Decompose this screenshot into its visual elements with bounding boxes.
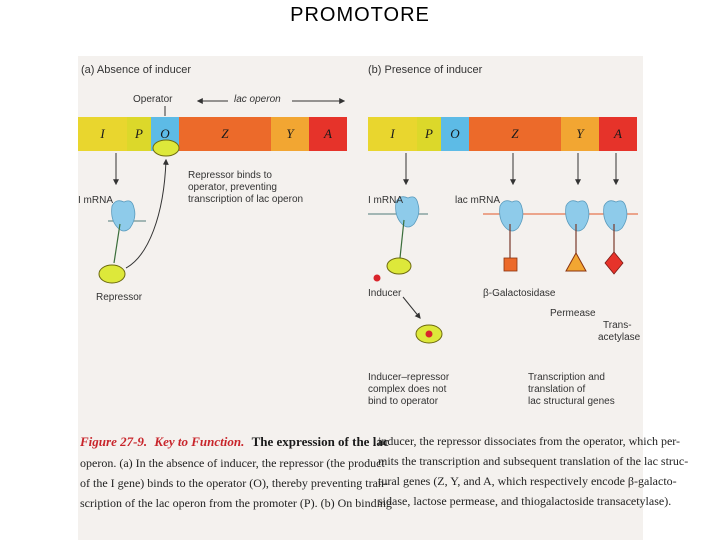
caption-left-line-1: operon. (a) In the absence of inducer, t…	[80, 456, 385, 470]
inducer-dot	[373, 274, 381, 282]
panel-b-peptide-i	[399, 219, 405, 259]
panel-a-note-line-1: Repressor binds to	[188, 170, 272, 181]
panel-b-gene-o: O	[441, 117, 469, 151]
panel-b-ribosome-z	[499, 200, 524, 232]
caption-right-line-4: sidase, lactose permease, and thiogalact…	[378, 494, 672, 508]
transcription-note-line-3: lac structural genes	[528, 396, 615, 407]
panel-a-peptide	[113, 223, 121, 264]
complex-note-line-1: Inducer–repressor	[368, 372, 450, 383]
repressor-binding-arrow	[125, 158, 169, 269]
figure-number: Figure 27-9.	[80, 434, 148, 449]
caption-left-line-3: scription of the lac operon from the pro…	[80, 496, 392, 510]
caption-heading: Figure 27-9. Key to Function. The expres…	[80, 434, 389, 450]
caption-right-line-2: mits the transcription and subsequent tr…	[378, 454, 689, 468]
panel-a-gene-p: P	[127, 117, 151, 151]
complex-note-line-2: complex does not	[368, 384, 447, 395]
panel-b-gene-y: Y	[561, 117, 599, 151]
panel-b-i-mrna-label: I mRNA	[368, 195, 403, 206]
panel-b-ribosome-a	[603, 200, 628, 232]
panel-b-lac-mrna-label: lac mRNA	[455, 195, 501, 206]
panel-a-gene-i: I	[78, 117, 127, 151]
transacetylase-shape	[604, 251, 624, 275]
panel-b-title: (b) Presence of inducer	[368, 64, 483, 76]
panel-b-repressor	[386, 257, 412, 275]
transcription-note-line-1: Transcription and	[528, 372, 605, 383]
transcription-note-line-2: translation of	[528, 384, 586, 395]
lac-operon-label: lac operon	[234, 94, 281, 105]
panel-b-gene-a: A	[599, 117, 637, 151]
transacetylase-label-line-2: acetylase	[598, 332, 641, 343]
beta-galactosidase-label: β-Galactosidase	[483, 288, 556, 299]
panel-a-gene-y: Y	[271, 117, 309, 151]
panel-a-mrna-label: I mRNA	[78, 195, 113, 206]
diagram-graphics	[98, 98, 638, 344]
panel-b-ribosome-i	[395, 196, 420, 228]
caption-right-line-1: inducer, the repressor dissociates from …	[378, 434, 681, 448]
panel-a-free-repressor	[98, 264, 126, 284]
panel-a-title: (a) Absence of inducer	[81, 64, 192, 76]
inducer-label: Inducer	[368, 288, 402, 299]
bound-repressor	[152, 139, 180, 157]
caption-right-line-3: tural genes (Z, Y, and A, which respecti…	[378, 474, 677, 488]
complex-inducer-dot	[425, 330, 433, 338]
panel-a-gene-a: A	[309, 117, 347, 151]
key-to-function-label: Key to Function.	[154, 434, 245, 449]
panel-b-ribosome-y	[565, 200, 590, 232]
figure-lac-operon: (a) Absence of inducer (b) Presence of i…	[78, 56, 688, 540]
page-title: PROMOTORE	[290, 4, 430, 26]
permease-label: Permease	[550, 308, 596, 319]
caption-heading-text: The expression of the lac	[251, 434, 389, 449]
panel-b-gene-p: P	[417, 117, 441, 151]
operator-label: Operator	[133, 94, 173, 105]
caption-left-line-2: of the I gene) binds to the operator (O)…	[80, 476, 388, 490]
panel-b-gene-z: Z	[469, 117, 561, 151]
panel-a-note-line-3: transcription of lac operon	[188, 194, 304, 205]
transacetylase-label-line-1: Trans-	[603, 320, 632, 331]
panel-b-gene-i: I	[368, 117, 417, 151]
panel-a-ribosome	[111, 200, 136, 232]
panel-a-gene-z: Z	[179, 117, 271, 151]
repressor-label: Repressor	[96, 292, 143, 303]
permease-shape	[565, 251, 587, 272]
complex-note-line-3: bind to operator	[368, 396, 439, 407]
panel-a-note-line-2: operator, preventing	[188, 182, 277, 193]
beta-galactosidase-shape	[503, 257, 518, 272]
inducer-binding-arrow	[402, 296, 421, 319]
